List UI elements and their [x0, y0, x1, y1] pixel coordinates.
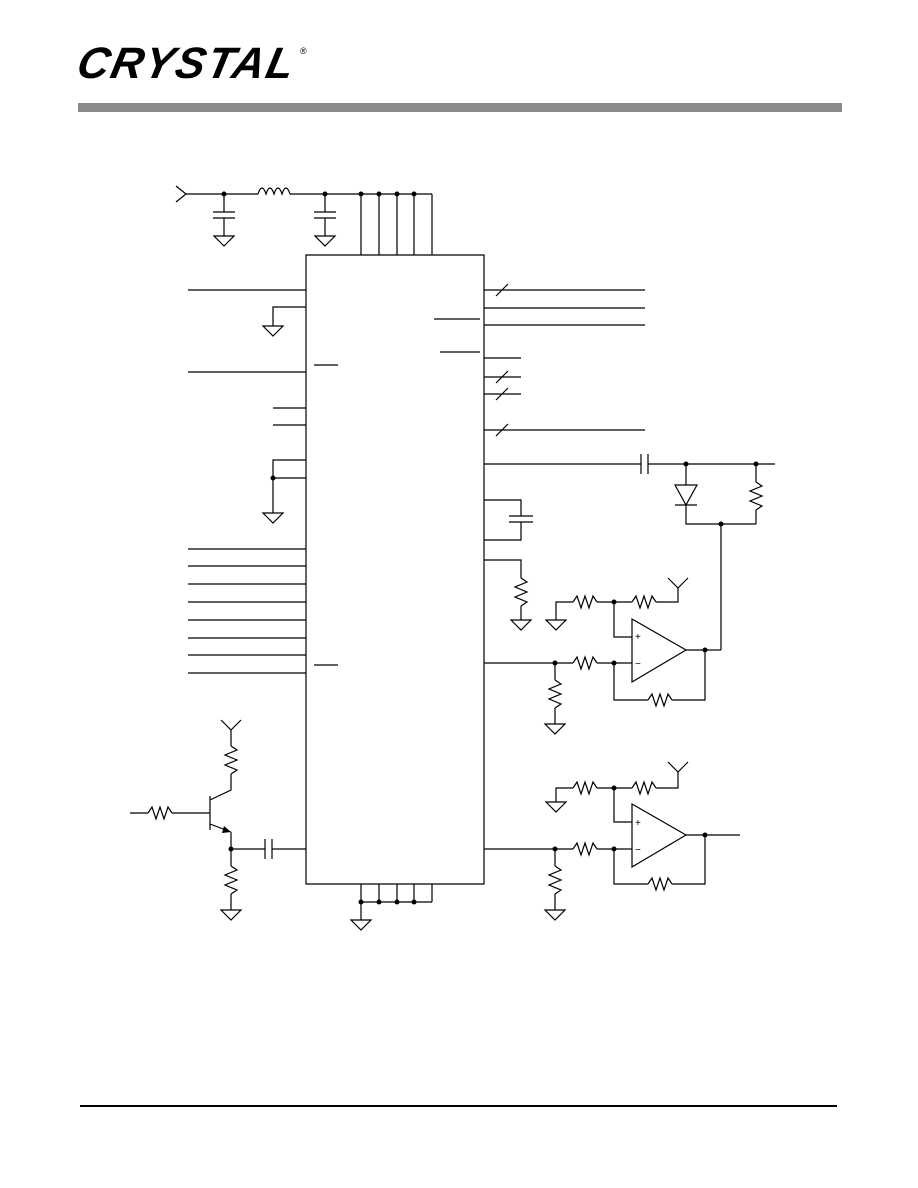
resistor	[648, 878, 672, 890]
resistor	[573, 596, 597, 608]
header-bar	[78, 103, 842, 112]
resistor	[648, 694, 672, 706]
ground-symbol	[221, 910, 241, 920]
integrated-circuit	[306, 255, 484, 884]
op-amp-minus-label: −	[635, 659, 641, 670]
op-amp	[632, 619, 686, 682]
transistor-stage	[130, 720, 306, 920]
ground-symbol	[546, 620, 566, 630]
decoupling-capacitor-1	[213, 194, 235, 246]
ground-symbol	[351, 920, 371, 930]
resistor	[632, 596, 656, 608]
resistor	[750, 482, 762, 510]
filter-capacitor	[484, 500, 533, 540]
resistor	[573, 843, 597, 855]
ground-symbol	[545, 724, 565, 734]
op-amp	[632, 804, 686, 867]
supply-terminal	[668, 578, 688, 588]
resistor	[549, 680, 561, 708]
resistor	[632, 782, 656, 794]
ground-symbol	[263, 513, 283, 523]
footer-rule	[80, 1105, 837, 1107]
supply-line	[176, 186, 432, 255]
ground-symbol	[263, 326, 283, 336]
ic-left-pins	[188, 290, 338, 673]
op-amp-plus-label: +	[635, 818, 641, 829]
resistor	[225, 866, 237, 894]
op-amp-minus-label: −	[635, 845, 641, 856]
ground-symbol	[214, 236, 234, 246]
diode	[675, 485, 697, 505]
ferrite-inductor	[258, 188, 290, 194]
resistor	[148, 807, 172, 819]
op-amp-stage-1: + −	[484, 578, 708, 734]
ground-symbol	[511, 620, 531, 630]
decoupling-capacitor-2	[314, 194, 336, 246]
resistor	[573, 782, 597, 794]
op-amp-plus-label: +	[635, 632, 641, 643]
resistor	[225, 746, 237, 774]
resistor	[549, 866, 561, 894]
ic-ground-pins	[351, 884, 432, 930]
resistor	[515, 578, 527, 606]
op-amp-stage-2: + −	[484, 762, 740, 920]
ic-right-pins	[434, 284, 645, 436]
ground-symbol	[545, 910, 565, 920]
ground-symbol	[315, 236, 335, 246]
registered-mark: ®	[300, 46, 307, 56]
ground-symbol	[546, 802, 566, 812]
supply-terminal	[668, 762, 688, 772]
output-coupling-network	[484, 454, 775, 650]
resistor	[573, 657, 597, 669]
supply-terminal	[221, 720, 241, 730]
pulldown-resistor	[484, 560, 531, 630]
power-terminal	[176, 186, 186, 202]
